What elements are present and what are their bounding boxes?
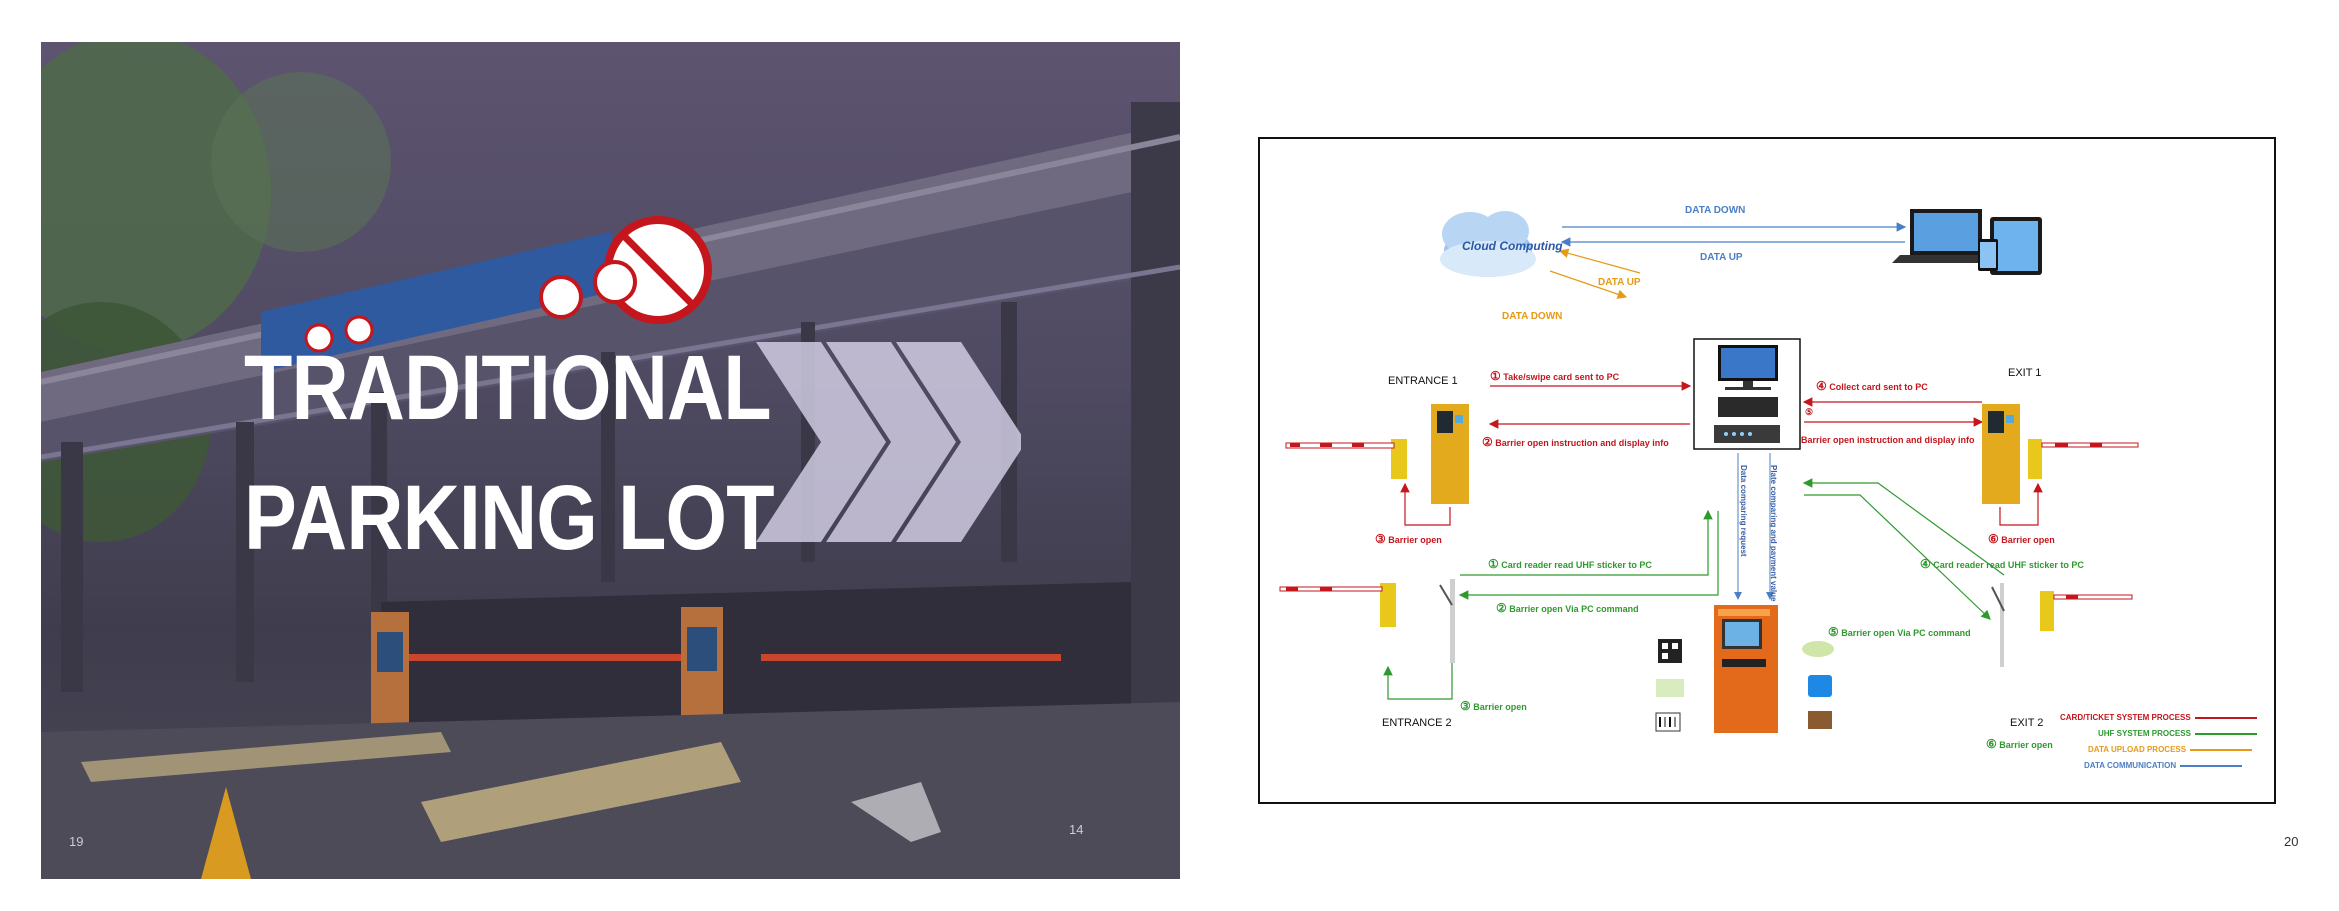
- step-1-red-number: ①: [1490, 369, 1501, 383]
- data-down-orange-label: DATA DOWN: [1502, 311, 1563, 322]
- step-4-green-number: ④: [1920, 557, 1931, 571]
- entrance-2-label: ENTRANCE 2: [1382, 717, 1452, 729]
- chevron-arrows-icon: [756, 342, 1021, 542]
- entrance-1-label: ENTRANCE 1: [1388, 375, 1458, 387]
- diagram-graphics: [1279, 209, 2139, 733]
- step-5-red-text: Barrier open instruction and display inf…: [1801, 435, 1975, 445]
- step-2-red-number: ②: [1482, 435, 1493, 449]
- legend-data-communication-label: DATA COMMUNICATION: [2084, 761, 2177, 770]
- legend-card-ticket: CARD/TICKET SYSTEM PROCESS: [2060, 713, 2257, 722]
- step-4-red-number: ④: [1816, 379, 1827, 393]
- step-1-green-text: Card reader read UHF sticker to PC: [1501, 560, 1652, 570]
- legend-uhf: UHF SYSTEM PROCESS: [2098, 729, 2257, 738]
- step-6-green-number: ⑥: [1986, 737, 1997, 751]
- step-4-green-text: Card reader read UHF sticker to PC: [1933, 560, 2084, 570]
- exit-1-label: EXIT 1: [2008, 367, 2042, 379]
- inner-page-number: 14: [1069, 822, 1084, 837]
- step-2-red-text: Barrier open instruction and display inf…: [1495, 438, 1669, 448]
- page-number-left: 19: [69, 834, 84, 849]
- legend-card-ticket-label: CARD/TICKET SYSTEM PROCESS: [2060, 713, 2191, 722]
- step-1-red-text: Take/swipe card sent to PC: [1503, 372, 1620, 382]
- legend-uhf-label: UHF SYSTEM PROCESS: [2098, 729, 2191, 738]
- parking-lot-photo: TRADITIONAL PARKING LOT 19 14: [41, 42, 1180, 879]
- step-3-green-text: Barrier open: [1473, 702, 1527, 712]
- page-number-right: 20: [2284, 834, 2299, 849]
- cloud-icon: [1440, 211, 1536, 277]
- legend-data-upload: DATA UPLOAD PROCESS: [2088, 745, 2253, 754]
- step-6-red-text: Barrier open: [2001, 535, 2055, 545]
- parking-scene-illustration: [41, 42, 1180, 879]
- title-line-1: TRADITIONAL: [244, 337, 772, 439]
- step-2-green-number: ②: [1496, 601, 1507, 615]
- data-comparing-request-label: Data comparing request: [1739, 465, 1748, 557]
- data-up-label: DATA UP: [1700, 252, 1743, 263]
- exit-2-label: EXIT 2: [2010, 717, 2044, 729]
- cloud-computing-label: Cloud Computing: [1462, 239, 1563, 253]
- step-6-red-number: ⑥: [1988, 532, 1999, 546]
- step-4-red-text: Collect card sent to PC: [1829, 382, 1928, 392]
- devices-icon: [1892, 209, 2042, 275]
- step-1-green-number: ①: [1488, 557, 1499, 571]
- step-5-green-text: Barrier open Via PC command: [1841, 628, 1971, 638]
- data-up-orange-label: DATA UP: [1598, 277, 1641, 288]
- step-3-red-text: Barrier open: [1388, 535, 1442, 545]
- legend-data-communication: DATA COMMUNICATION: [2084, 761, 2243, 770]
- title-line-2: PARKING LOT: [244, 467, 775, 569]
- parking-system-diagram: Cloud Computing DATA DOWN DATA UP DATA U…: [1258, 137, 2276, 804]
- step-2-green-text: Barrier open Via PC command: [1509, 604, 1639, 614]
- step-3-red-number: ③: [1375, 532, 1386, 546]
- plate-comparing-label: Plate comparing and payment value: [1769, 465, 1778, 602]
- step-6-green-text: Barrier open: [1999, 740, 2053, 750]
- step-3-green-number: ③: [1460, 699, 1471, 713]
- step-5-red-number: ⑤: [1805, 407, 1814, 417]
- data-down-label: DATA DOWN: [1685, 205, 1746, 216]
- legend-data-upload-label: DATA UPLOAD PROCESS: [2088, 745, 2187, 754]
- step-5-green-number: ⑤: [1828, 625, 1839, 639]
